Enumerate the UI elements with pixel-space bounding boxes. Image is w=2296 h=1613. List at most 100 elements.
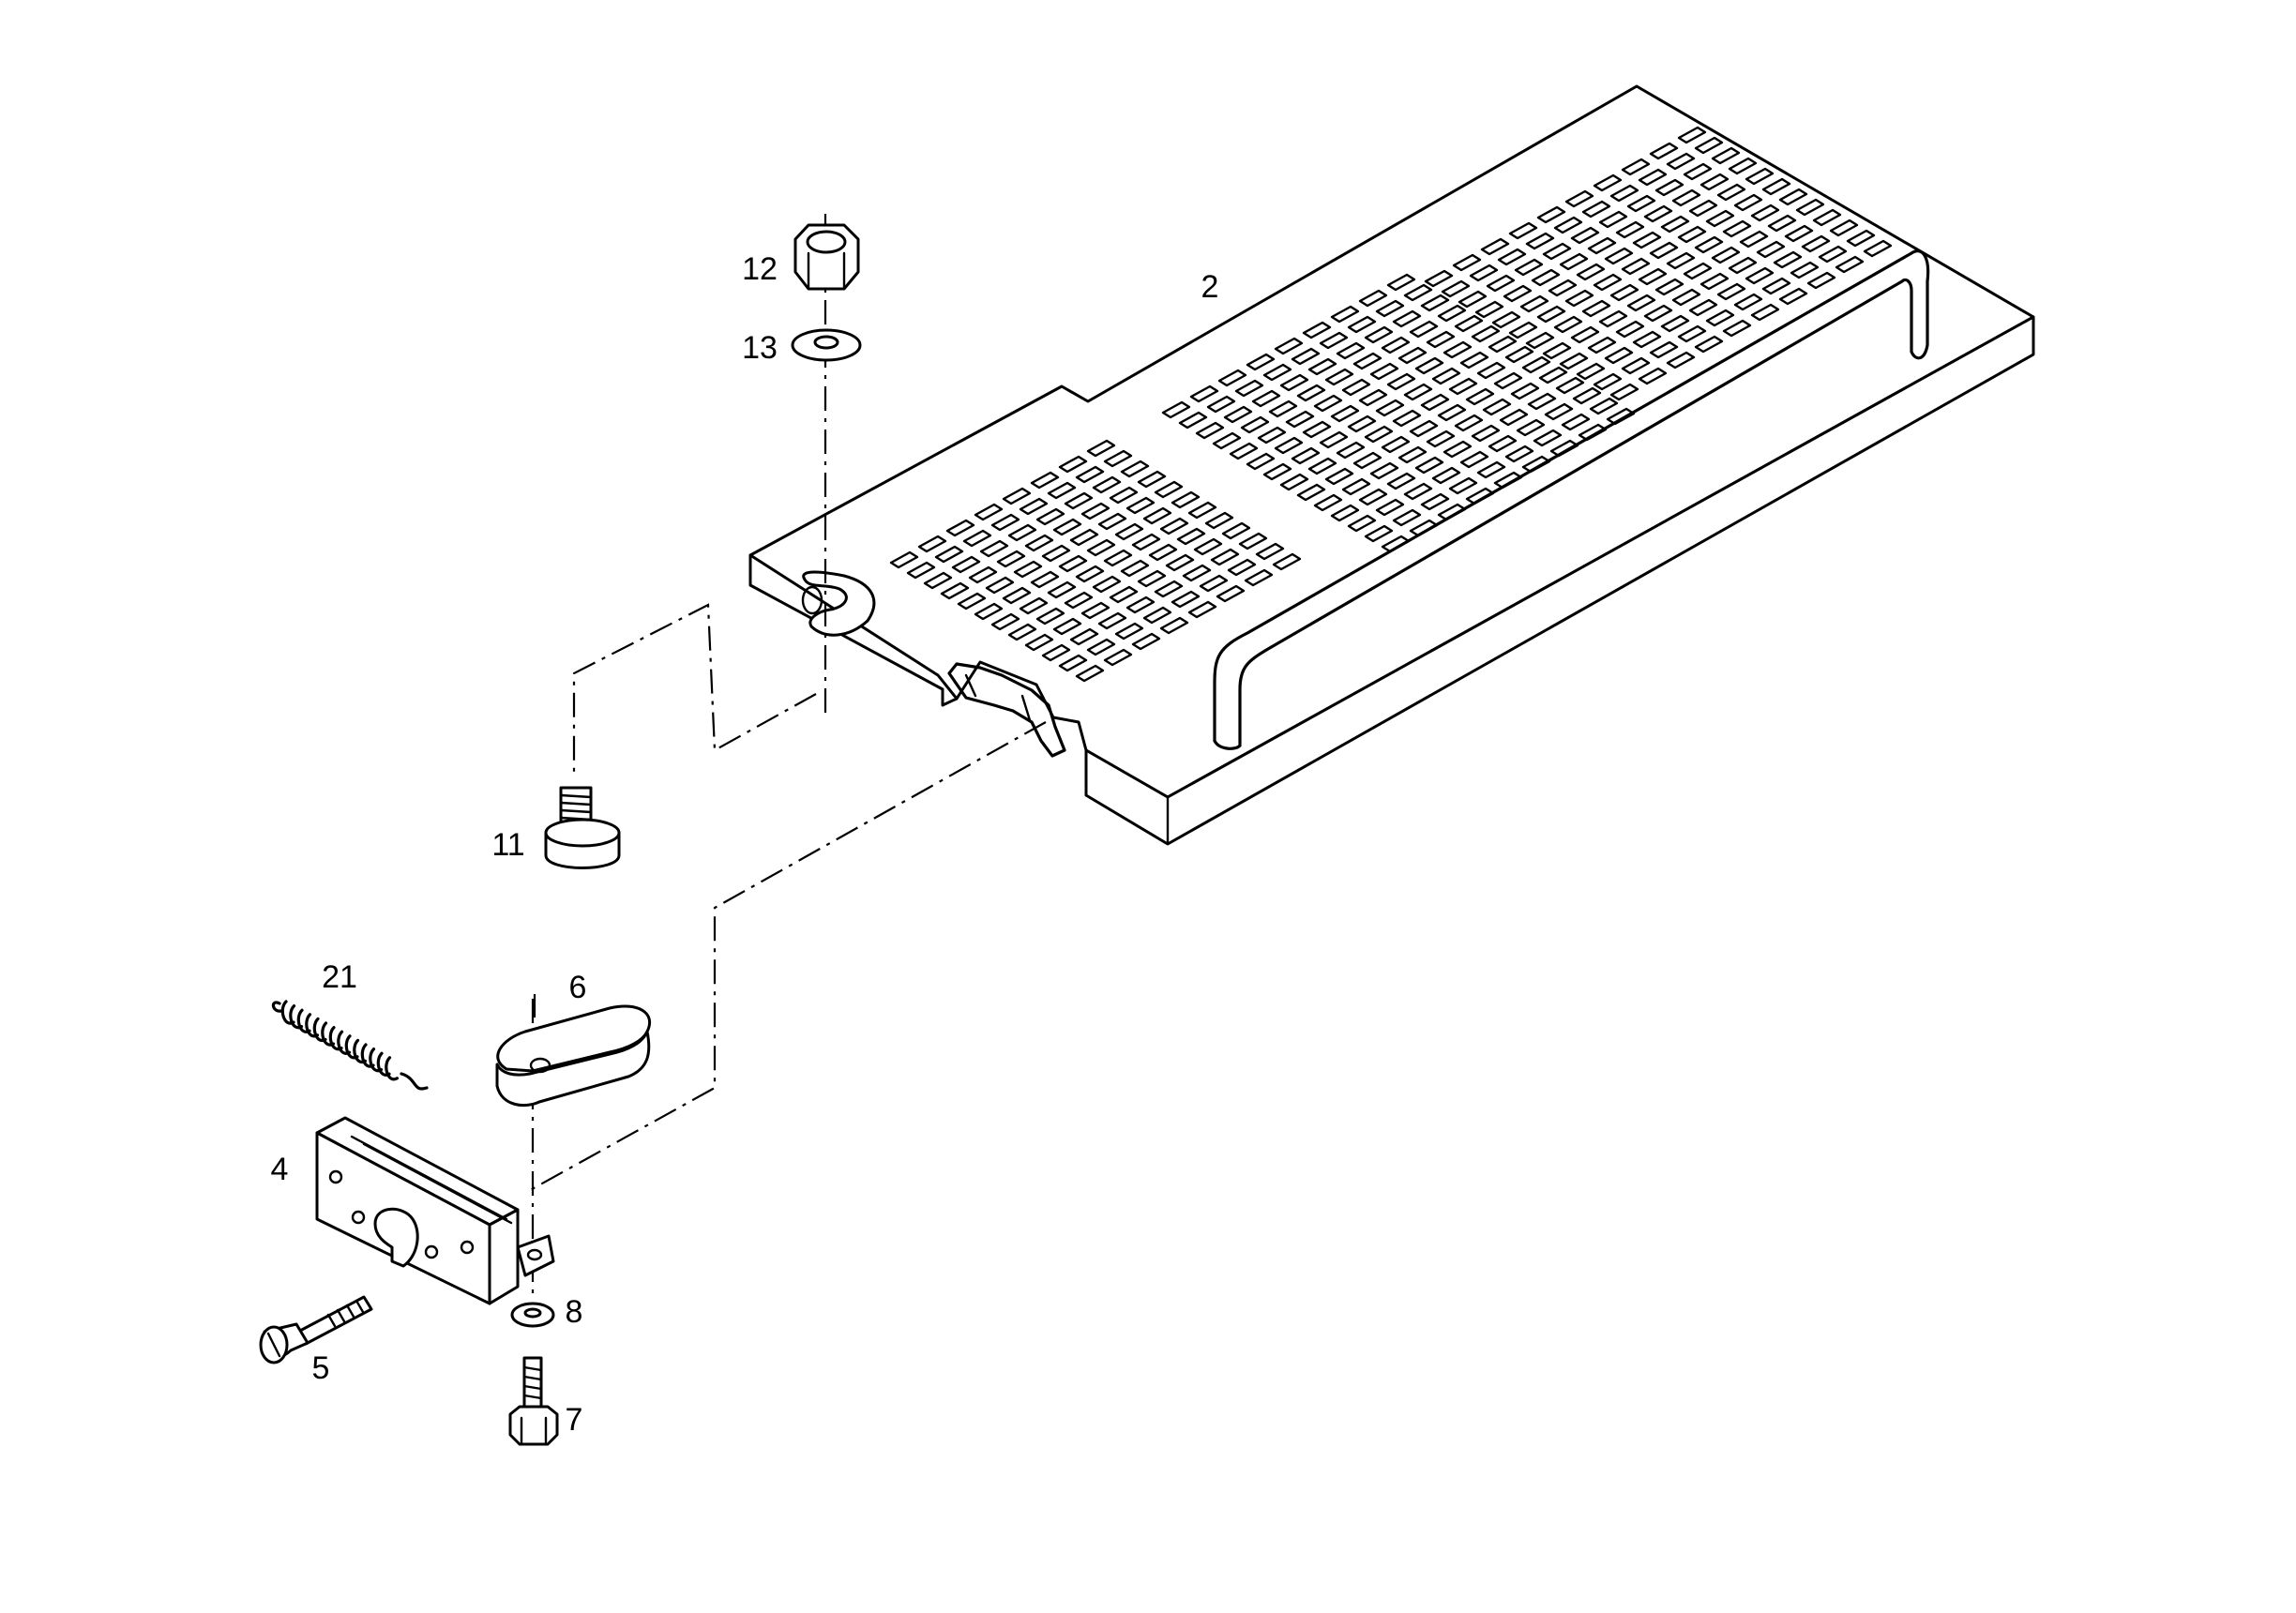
bolt-shank [522, 1356, 543, 1410]
vent-slot [1671, 288, 1701, 307]
callout-4: 4 [271, 1152, 289, 1187]
vent-slot [1638, 168, 1668, 187]
vent-slot [1761, 177, 1791, 196]
vent-slot [1626, 294, 1656, 312]
vent-slot [1587, 236, 1617, 255]
vent-slot [1504, 345, 1534, 364]
vent-slot [1615, 320, 1645, 339]
vent-slot [1262, 363, 1292, 382]
vent-slot [1426, 330, 1456, 349]
vent-slot [1454, 414, 1484, 432]
vent-slot [1330, 305, 1360, 324]
vent-slot [1195, 421, 1225, 440]
vent-slot [1187, 600, 1217, 619]
vent-slot [1030, 471, 1060, 490]
vent-slot [1666, 152, 1696, 171]
vent-slot [1784, 224, 1814, 243]
vent-slot [1035, 607, 1065, 626]
vent-slot [1465, 487, 1495, 505]
vent-slot [1531, 268, 1561, 287]
vent-slot [1187, 501, 1217, 520]
vent-slot [1154, 580, 1184, 598]
vent-slot [1302, 420, 1332, 439]
vent-slot [1578, 423, 1608, 442]
vent-slot [1437, 403, 1467, 422]
vent-slot [979, 539, 1009, 558]
vent-slot [1694, 136, 1724, 155]
vent-slot [1069, 627, 1099, 646]
vent-slot [1572, 386, 1602, 405]
vent-slot [1632, 330, 1662, 349]
vent-slot [1238, 532, 1268, 550]
vent-slot [1341, 378, 1371, 397]
vent-slot [1499, 408, 1529, 427]
vent-slot [1080, 502, 1110, 520]
vent-slot [1694, 235, 1724, 254]
tray-cover-part [748, 84, 2035, 846]
vent-slot [1002, 487, 1032, 505]
stud-threads [559, 793, 593, 822]
vent-slot [1274, 436, 1304, 455]
vent-slot [1615, 220, 1645, 239]
vent-slot [1604, 346, 1634, 365]
vent-slot [1058, 455, 1088, 474]
vent-slot [1606, 407, 1636, 426]
vent-slot [1229, 442, 1259, 460]
vent-slot [1137, 470, 1167, 489]
vent-slot [1019, 497, 1049, 516]
callout-8: 8 [566, 1294, 583, 1330]
vent-slot [1246, 452, 1276, 471]
vent-slot [1553, 315, 1583, 334]
vent-slot [1609, 283, 1639, 302]
lock-tab-hole [526, 1248, 543, 1261]
vent-slot [1542, 242, 1572, 261]
vent-slot [1458, 290, 1488, 309]
vent-slot [1178, 411, 1208, 430]
vent-slot [1638, 267, 1668, 286]
hex-nut-part [793, 223, 860, 291]
vent-slot [1426, 430, 1456, 448]
vent-slot [1212, 431, 1242, 450]
vent-slot [1414, 356, 1444, 375]
vent-slot [1148, 543, 1178, 562]
vent-slot [1609, 383, 1639, 401]
tray-latch-detail [964, 673, 1032, 722]
vent-slot [1176, 527, 1206, 546]
vent-slot [1705, 209, 1735, 228]
vent-slot [1240, 415, 1270, 434]
vent-slot [1829, 219, 1859, 237]
vent-slot [1296, 384, 1326, 402]
vent-slot [1536, 305, 1566, 324]
vent-slot [1234, 379, 1264, 398]
vent-slot [1521, 455, 1551, 474]
vent-slot [1324, 368, 1354, 386]
centerline-lock [524, 721, 1047, 1194]
vent-slot [1392, 508, 1422, 527]
vent-slot [1510, 382, 1540, 400]
vent-slot [1733, 293, 1763, 311]
vent-slot [1216, 584, 1246, 603]
vent-slot [1291, 446, 1321, 465]
vent-slot [1279, 373, 1309, 392]
vent-slot [1716, 282, 1746, 301]
vent-slot [1863, 239, 1893, 258]
vent-slot [1587, 336, 1617, 354]
vent-slot [1750, 303, 1780, 322]
vent-slot [1159, 517, 1189, 535]
vent-slot [1538, 366, 1568, 384]
vent-slot [1424, 269, 1454, 288]
vent-slot [985, 576, 1015, 595]
vent-slot [1069, 528, 1099, 547]
vent-slot [1171, 590, 1201, 609]
vent-slot [1199, 574, 1229, 593]
vent-slot [1493, 471, 1523, 490]
vent-slot [1486, 274, 1516, 293]
vent-slot [1621, 158, 1651, 176]
vent-slot [1255, 542, 1285, 561]
vent-slot [1683, 162, 1713, 181]
vent-slot [1386, 273, 1416, 292]
lock-hole [328, 1169, 343, 1184]
vent-slot [1092, 575, 1122, 594]
vent-slot [1835, 255, 1865, 274]
vent-slot [1092, 475, 1122, 494]
